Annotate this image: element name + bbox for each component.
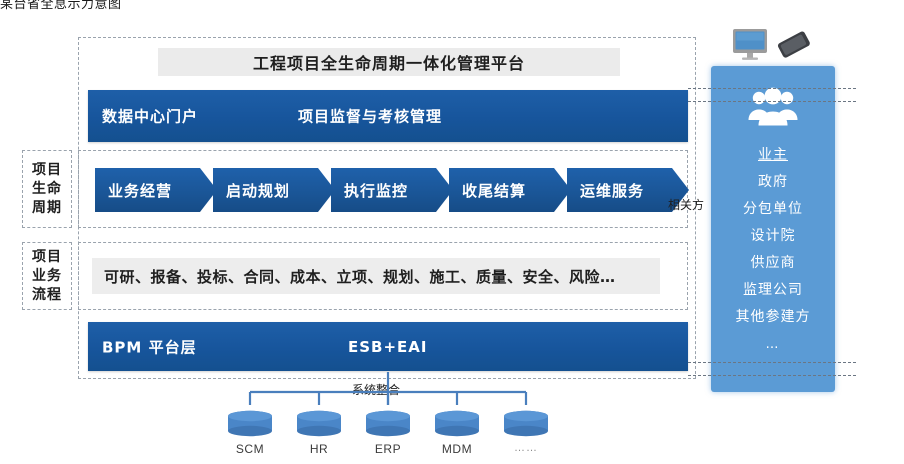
connector-dash-bottom-1 xyxy=(688,362,856,363)
connector-dash-top-2 xyxy=(688,101,856,102)
stage-label-3: 执行监控 xyxy=(344,181,409,200)
database-cylinder-icon xyxy=(297,410,341,437)
flow-label-line-1: 项目 xyxy=(32,248,62,265)
stage-chevron-4[interactable]: 收尾结算 xyxy=(449,168,571,212)
database-cylinder-icon xyxy=(366,410,410,437)
data-center-portal-bar: 数据中心门户 项目监督与考核管理 xyxy=(88,90,688,142)
database-node-1[interactable]: SCM xyxy=(224,410,276,456)
lifecycle-row-label-text: 项目 生命 周期 xyxy=(32,161,62,218)
integration-connector-lines xyxy=(248,372,528,405)
tablet-icon xyxy=(777,31,810,58)
business-flow-row-label-text: 项目 业务 流程 xyxy=(32,248,62,305)
database-label-5: …… xyxy=(514,442,538,454)
stage-chevron-3[interactable]: 执行监控 xyxy=(331,168,453,212)
database-cylinder-icon xyxy=(435,410,479,437)
devices-svg xyxy=(733,29,810,60)
lifecycle-label-line-1: 项目 xyxy=(32,161,62,178)
page-title: 工程项目全生命周期一体化管理平台 xyxy=(252,54,525,73)
database-label-2: HR xyxy=(309,442,329,456)
stage-label-1: 业务经营 xyxy=(108,181,173,200)
stakeholder-item-5[interactable]: 供应商 xyxy=(750,255,796,271)
portal-left-label: 数据中心门户 xyxy=(102,107,199,126)
database-node-5[interactable]: …… xyxy=(500,410,552,454)
stakeholder-item-2[interactable]: 政府 xyxy=(758,174,788,190)
database-node-2[interactable]: HR xyxy=(293,410,345,456)
connector-dash-top-1 xyxy=(688,88,856,89)
stage-label-4: 收尾结算 xyxy=(462,181,527,200)
database-cylinder-icon xyxy=(228,410,272,437)
stakeholder-item-6[interactable]: 监理公司 xyxy=(743,282,803,298)
top-caption: 某台省全息示力意图 xyxy=(0,0,122,11)
business-flow-row-label: 项目 业务 流程 xyxy=(22,242,72,310)
database-node-4[interactable]: MDM xyxy=(431,410,483,456)
stage-chevron-2[interactable]: 启动规划 xyxy=(213,168,335,212)
portal-center-label: 项目监督与考核管理 xyxy=(298,107,443,126)
people-group-svg xyxy=(748,87,798,126)
device-icons xyxy=(731,27,817,63)
database-node-3[interactable]: ERP xyxy=(362,410,414,456)
database-label-1: SCM xyxy=(235,442,265,456)
connector-dash-bottom-2 xyxy=(688,375,856,376)
stage-chevron-5[interactable]: 运维服务 xyxy=(567,168,689,212)
stakeholder-item-1[interactable]: 业主 xyxy=(758,147,788,163)
business-flow-row-content xyxy=(78,242,688,310)
stakeholder-item-3[interactable]: 分包单位 xyxy=(743,201,803,217)
database-cylinder-icon xyxy=(504,410,548,437)
lifecycle-label-line-3: 周期 xyxy=(32,199,62,216)
database-label-4: MDM xyxy=(441,442,473,456)
bpm-left-label: BPM 平台层 xyxy=(102,338,197,356)
people-group-icon xyxy=(746,86,800,128)
lifecycle-label-line-2: 生命 xyxy=(32,180,62,197)
desktop-monitor-icon xyxy=(733,29,767,60)
bpm-platform-bar: BPM 平台层 ESB+EAI xyxy=(88,322,688,371)
stage-label-5: 运维服务 xyxy=(580,181,645,200)
stakeholder-panel: 业主 政府 分包单位 设计院 供应商 监理公司 其他参建方 … xyxy=(711,66,835,392)
stakeholder-list: 业主 政府 分包单位 设计院 供应商 监理公司 其他参建方 … xyxy=(711,142,835,358)
stage-chevron-1[interactable]: 业务经营 xyxy=(95,168,217,212)
lifecycle-row-group: 项目 生命 周期 xyxy=(22,150,688,228)
database-label-3: ERP xyxy=(374,442,402,456)
system-integration-area: SCM HR ERP xyxy=(218,372,558,464)
business-process-strip: 可研、报备、投标、合同、成本、立项、规划、施工、质量、安全、风险… xyxy=(92,258,660,294)
related-party-label: 相关方 xyxy=(668,198,705,212)
bpm-center-label: ESB+EAI xyxy=(348,337,428,356)
stakeholder-item-8: … xyxy=(765,337,781,352)
stage-label-2: 启动规划 xyxy=(226,181,291,200)
flow-label-line-2: 业务 xyxy=(32,267,62,284)
flow-label-line-3: 流程 xyxy=(32,286,62,303)
stakeholder-item-7[interactable]: 其他参建方 xyxy=(735,309,811,325)
lifecycle-row-label: 项目 生命 周期 xyxy=(22,150,72,228)
platform-title-band: 工程项目全生命周期一体化管理平台 xyxy=(158,48,620,76)
business-process-text: 可研、报备、投标、合同、成本、立项、规划、施工、质量、安全、风险… xyxy=(104,267,616,286)
stakeholder-item-4[interactable]: 设计院 xyxy=(750,228,796,244)
business-flow-row-group: 项目 业务 流程 xyxy=(22,242,688,310)
